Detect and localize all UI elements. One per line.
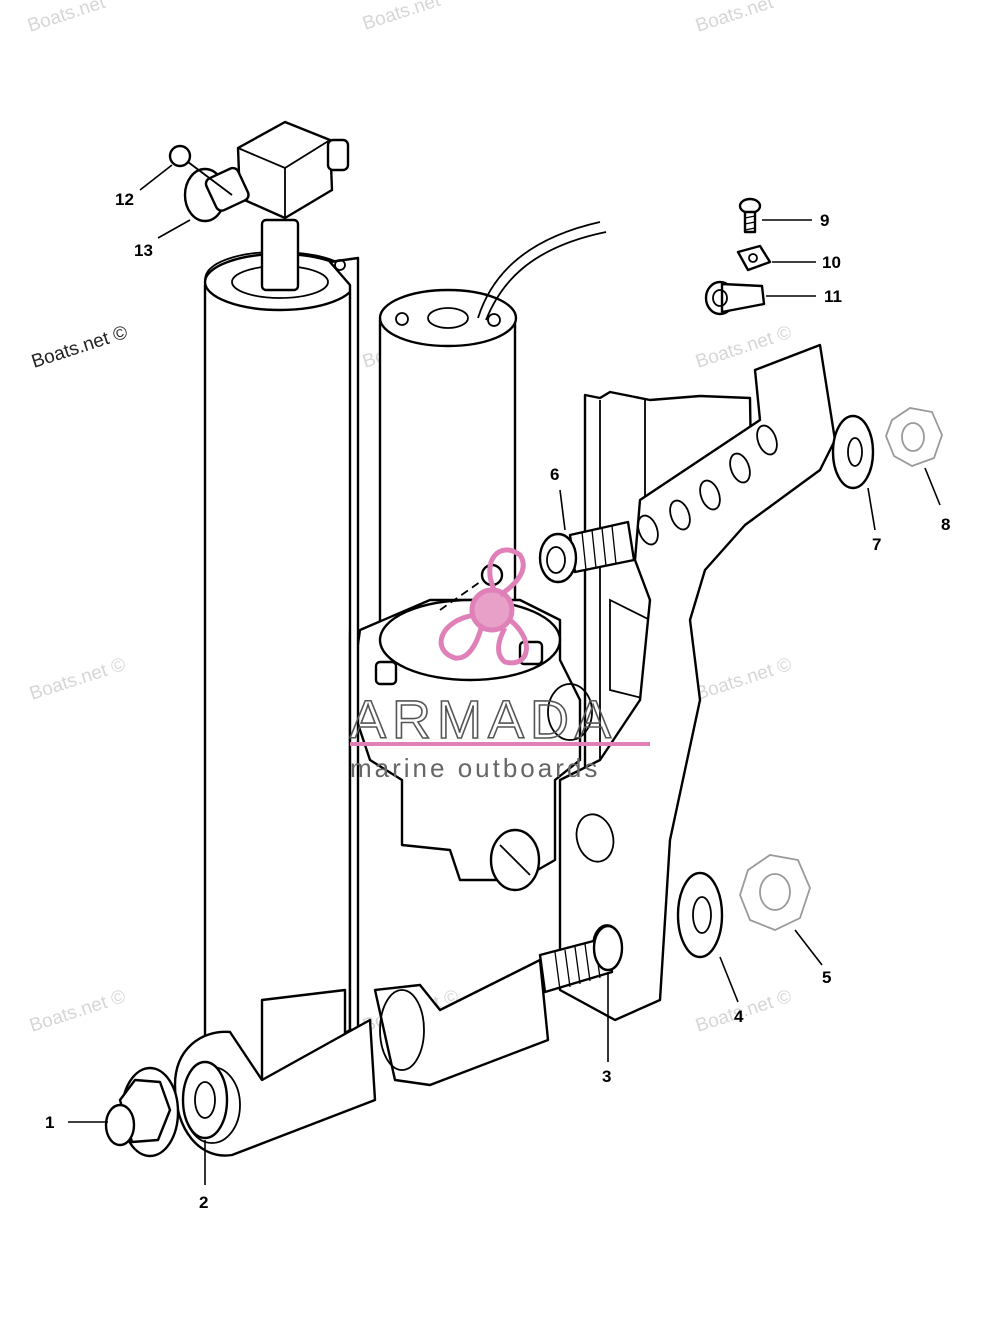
propeller-logo (438, 547, 529, 666)
watermark-text: Boats.net (360, 0, 444, 35)
trim-cylinder (203, 218, 360, 1092)
watermark-text: Boats.net © (27, 986, 128, 1037)
watermark-text: Boats.net © (693, 654, 794, 705)
swivel-bracket-arm (558, 343, 837, 1022)
callout-6: 6 (550, 465, 559, 484)
callout-5: 5 (822, 968, 831, 987)
part-3-bolt (538, 924, 624, 994)
callout-12: 12 (115, 190, 134, 209)
pump-motor (378, 221, 607, 642)
callout-11: 11 (824, 287, 842, 306)
part-9-screw (738, 197, 762, 234)
watermark-text: Boats.net © (693, 986, 794, 1037)
watermark-text: Boats.net © (27, 654, 128, 705)
callout-4: 4 (734, 1007, 744, 1026)
brand-tagline: marine outboards (350, 753, 600, 783)
callout-9: 9 (820, 211, 829, 230)
callout-7: 7 (872, 535, 881, 554)
callout-8: 8 (941, 515, 950, 534)
leader-lines (68, 164, 941, 1185)
callout-13: 13 (134, 241, 153, 260)
brand-watermark: ARMADA marine outboards (349, 547, 650, 783)
part-2-washer (181, 1060, 229, 1140)
brand-underline (350, 742, 650, 746)
part-11-clamp (704, 280, 766, 316)
callout-labels: 1 2 3 4 5 6 7 8 9 10 11 12 13 (45, 190, 950, 1212)
watermark-text: Boats.net © (29, 322, 130, 373)
part-4-washer (676, 871, 724, 959)
callout-2: 2 (199, 1193, 208, 1212)
lower-pivot (173, 958, 550, 1157)
brand-name: ARMADA (350, 690, 617, 750)
callout-3: 3 (602, 1067, 611, 1086)
watermark-text: Boats.net (693, 0, 777, 37)
part-8-nut (885, 407, 943, 467)
part-5-nut (739, 854, 811, 931)
top-fitting (168, 120, 350, 223)
watermark-text: Boats.net (25, 0, 109, 37)
callout-1: 1 (45, 1113, 54, 1132)
part-7-washer (831, 414, 875, 490)
part-1-bolt-nut (104, 1066, 180, 1158)
part-6-bolt (538, 520, 636, 584)
callout-10: 10 (822, 253, 841, 272)
part-10-clip (736, 244, 772, 272)
